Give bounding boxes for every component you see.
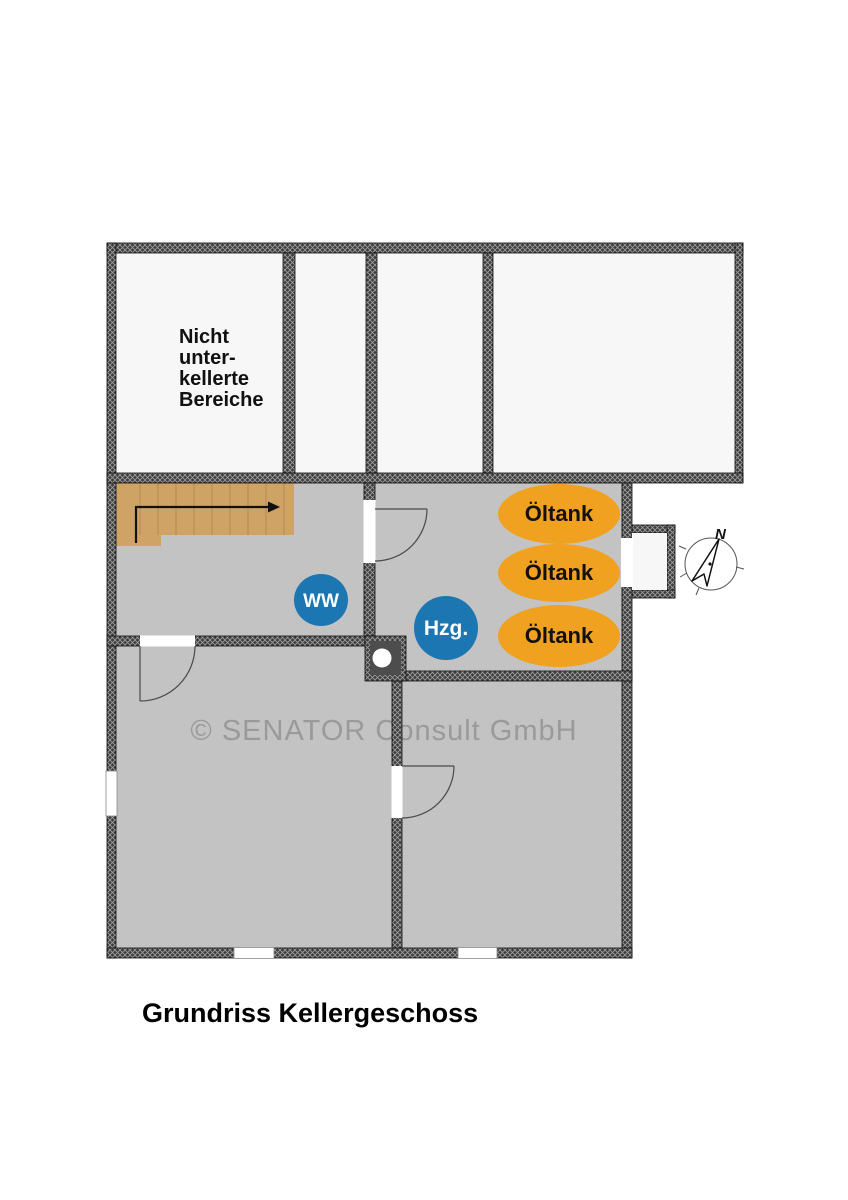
no-basement-line-2: unter- [179, 347, 236, 369]
oil-tank-2 [498, 544, 620, 602]
oil-tank-1 [498, 484, 620, 544]
compass-center-dot [708, 562, 712, 566]
compass-ticks [678, 545, 745, 596]
hot-water-label: WW [303, 591, 339, 612]
no-basement-note: Nicht unter- kellerte Bereiche [179, 326, 264, 411]
oil-tank-3-label: Öltank [525, 623, 594, 648]
floorplan-title: Grundriss Kellergeschoss [142, 998, 478, 1028]
wall-shaft-right [666, 524, 676, 599]
staircase [114, 481, 294, 546]
wall-boiler-bottom [401, 670, 633, 682]
chimney-flue-circle [372, 648, 392, 668]
light-shaft-opening [621, 538, 633, 587]
door-opening-boiler [363, 500, 376, 563]
door-swings [139, 508, 455, 819]
oil-tank-1-label: Öltank [525, 501, 594, 526]
oil-tank-3 [498, 605, 620, 667]
window-bottom-left [233, 947, 275, 959]
heating-marker [414, 596, 478, 660]
window-left [105, 770, 118, 817]
door-opening-cellar-left [140, 635, 195, 647]
no-basement-line-1: Nicht [179, 326, 229, 348]
wall-outer-bottom [106, 947, 633, 959]
wall-outer-top [106, 242, 744, 254]
door-swing-cellar-right [401, 765, 455, 819]
door-swing-cellar-left [139, 645, 196, 702]
no-basement-line-4: Bereiche [179, 389, 264, 411]
wall-partition-1 [282, 252, 296, 474]
wall-outer-left [106, 242, 117, 959]
light-shaft-interior [632, 533, 667, 590]
compass-needle [691, 538, 720, 587]
hot-water-marker [294, 574, 348, 626]
area-no-basement [110, 247, 741, 478]
equipment: Öltank Öltank Öltank WW Hzg. [294, 484, 620, 667]
heating-label: Hzg. [424, 617, 468, 640]
stairs-direction-arrow [134, 501, 280, 543]
wall-shaft-bottom [627, 589, 676, 599]
compass-icon: N [678, 526, 745, 596]
wall-outer-right-upper [734, 242, 744, 484]
compass-circle [684, 537, 738, 591]
watermark: © SENATOR Consult GmbH [190, 715, 577, 747]
wall-partition-3 [482, 252, 494, 474]
door-opening-cellar-right [391, 766, 403, 818]
room-cellar-left [111, 640, 398, 955]
openings [105, 500, 667, 959]
north-label: N [715, 526, 727, 543]
oil-tank-2-label: Öltank [525, 560, 594, 585]
door-swing-boiler [374, 508, 428, 562]
wall-band-bottom [106, 472, 744, 484]
window-bottom-right [457, 947, 498, 959]
wall-partition-2 [365, 252, 378, 474]
no-basement-line-3: kellerte [179, 368, 249, 390]
rooms [110, 247, 741, 955]
room-cellar-right [397, 676, 627, 955]
stair-treads-lower [114, 535, 161, 546]
